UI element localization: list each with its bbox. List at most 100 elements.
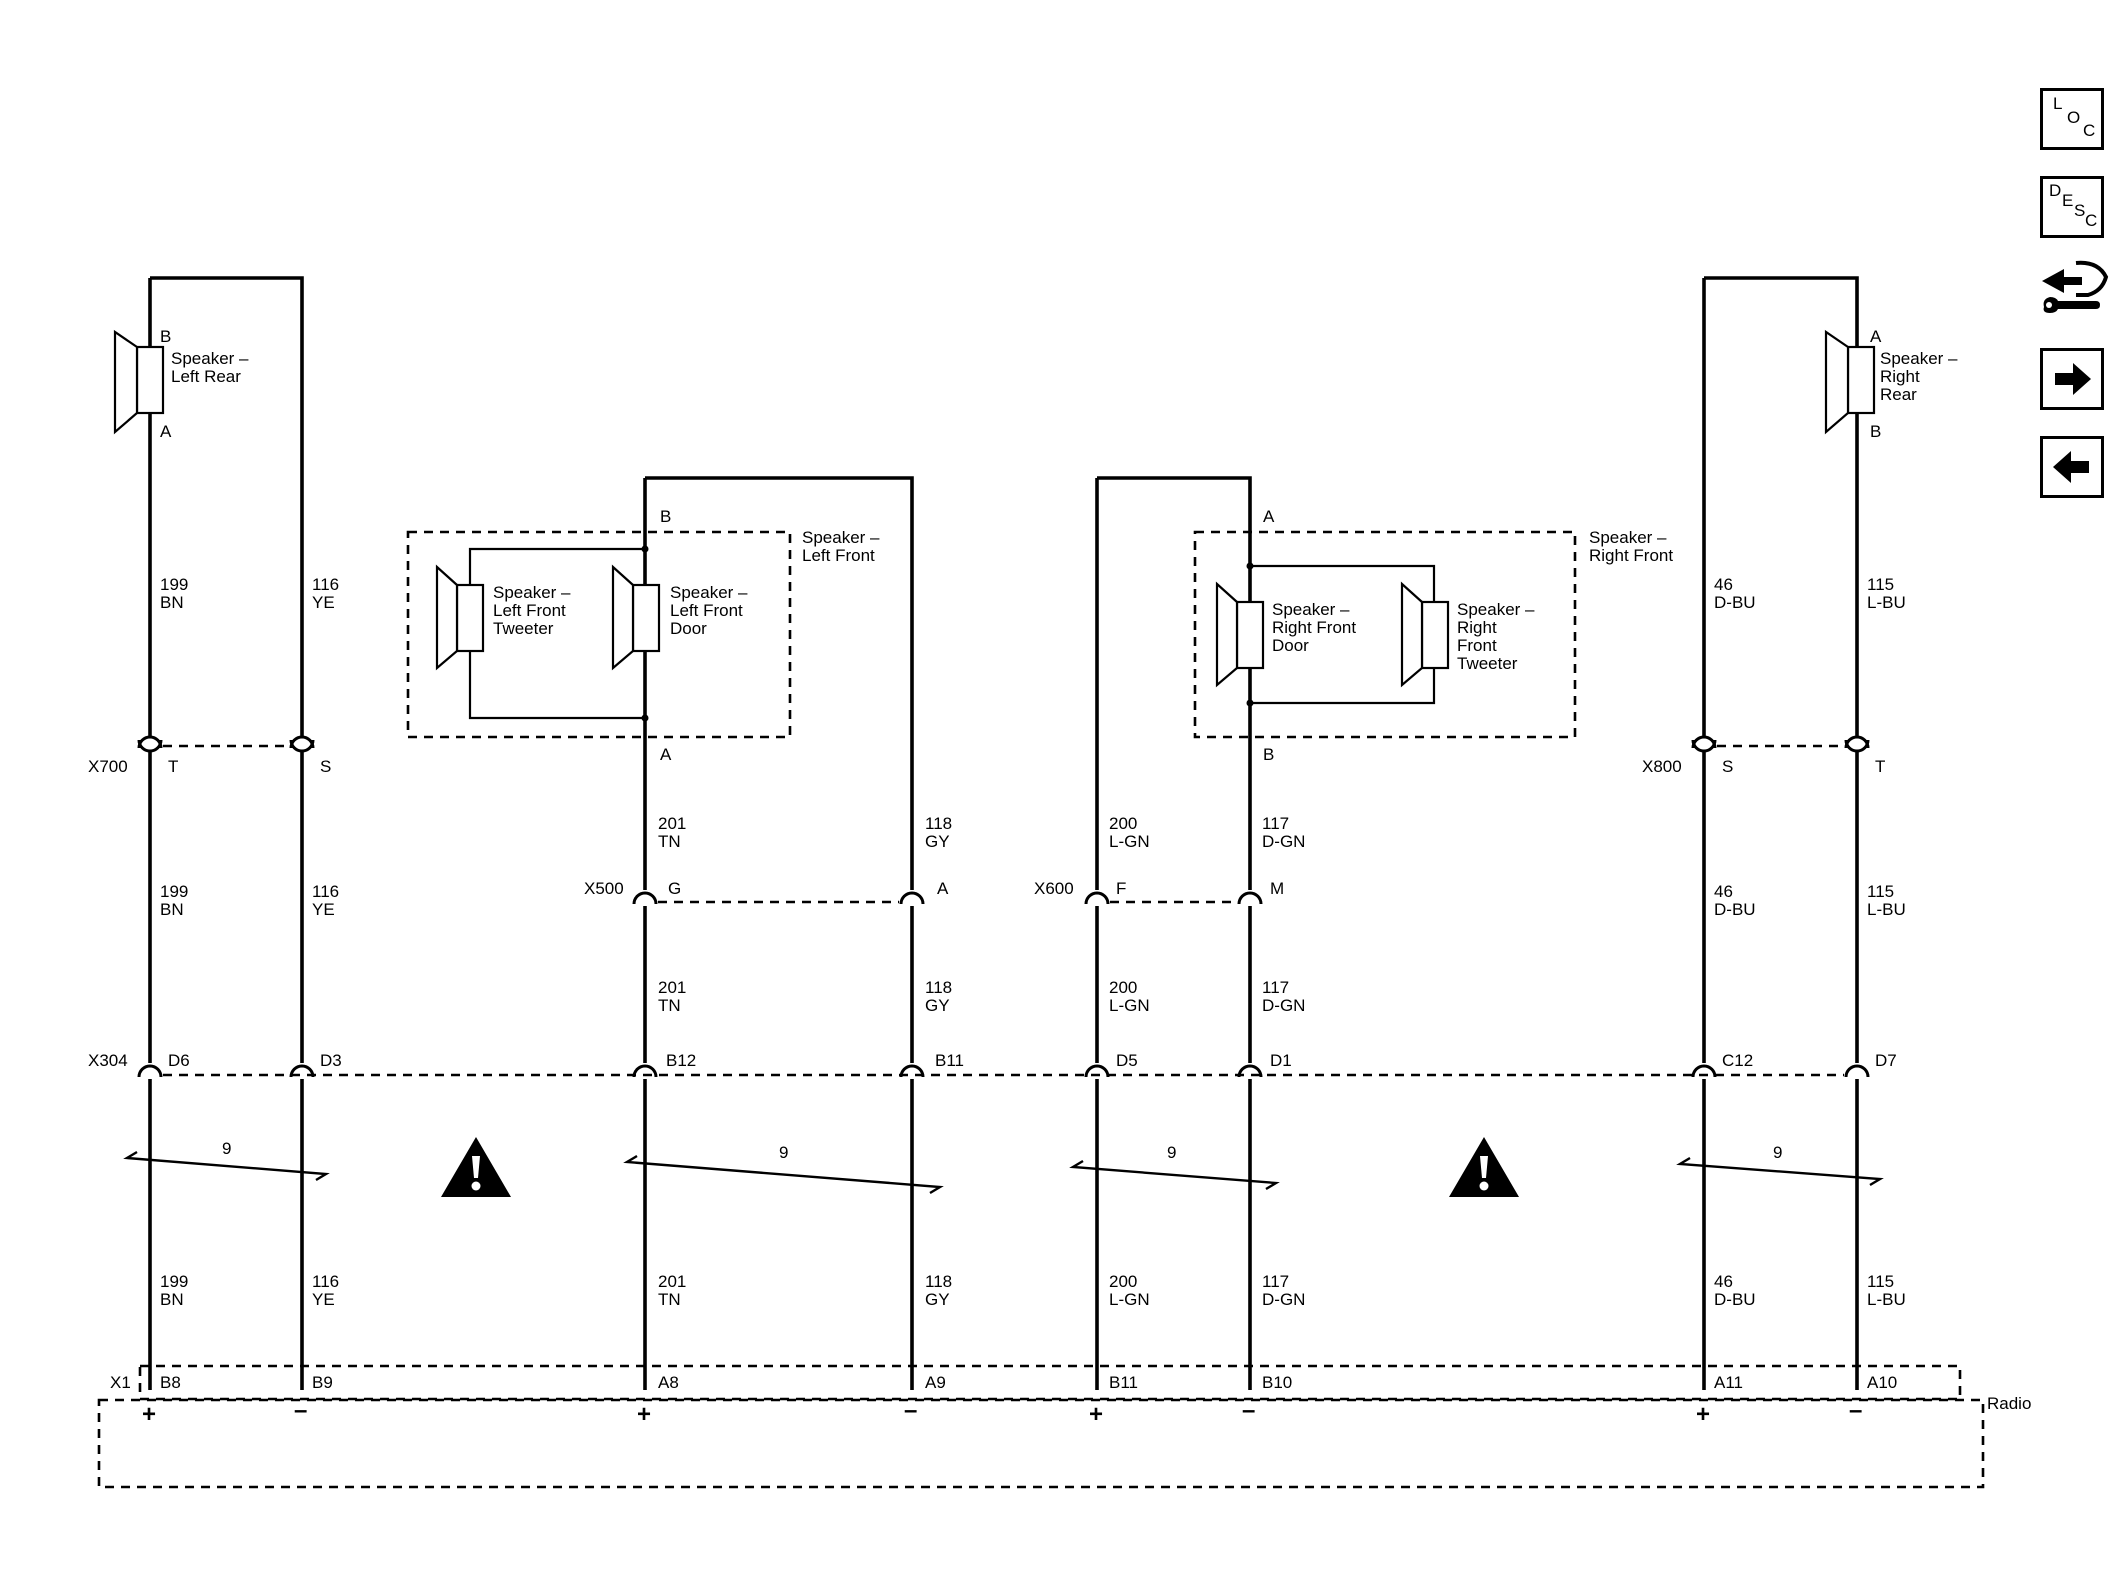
wire-label: BN bbox=[160, 1290, 184, 1309]
polarity: + bbox=[142, 1401, 156, 1428]
wire-label: 199 bbox=[160, 1272, 188, 1291]
polarity: + bbox=[637, 1401, 651, 1428]
rf-term-top: A bbox=[1263, 507, 1275, 526]
speaker-left-rear bbox=[113, 329, 165, 435]
wire-label: 118 bbox=[925, 1272, 952, 1291]
next-button[interactable] bbox=[2040, 348, 2104, 410]
polarity: – bbox=[1849, 1397, 1862, 1424]
wire-label: D-GN bbox=[1262, 996, 1305, 1015]
rf-door-1: Speaker – bbox=[1272, 600, 1350, 619]
conn-pin: B11 bbox=[1109, 1373, 1138, 1392]
wire-label: 201 bbox=[658, 1272, 686, 1291]
polarity-labels: + – + – + – + – bbox=[142, 1397, 1862, 1428]
conn-pin: D6 bbox=[168, 1051, 190, 1070]
speaker-right-rear bbox=[1824, 329, 1876, 435]
lf-term-bot: A bbox=[660, 745, 672, 764]
conn-pin: B11 bbox=[935, 1051, 964, 1070]
rf-tweeter-2: Right bbox=[1457, 618, 1497, 637]
wire-label: L-BU bbox=[1867, 900, 1906, 919]
desc-button[interactable]: D E S C bbox=[2040, 176, 2104, 238]
wire-label: 199 bbox=[160, 882, 188, 901]
wire-label: 201 bbox=[658, 814, 686, 833]
rf-group-2: Right Front bbox=[1589, 546, 1673, 565]
conn-pin: A10 bbox=[1867, 1373, 1897, 1392]
wire-label: TN bbox=[658, 1290, 681, 1309]
lf-term-top: B bbox=[660, 507, 671, 526]
wire-label: L-GN bbox=[1109, 832, 1150, 851]
desc-letter: S bbox=[2074, 201, 2086, 220]
wire-label: 116 bbox=[312, 1272, 339, 1291]
wire-label: L-BU bbox=[1867, 593, 1906, 612]
twisted-pair-marks bbox=[123, 1150, 1884, 1195]
loc-letter: C bbox=[2083, 121, 2096, 140]
conn-pin: S bbox=[1722, 757, 1733, 776]
arrow-left-icon bbox=[2053, 451, 2089, 483]
conn-pin: T bbox=[1875, 757, 1885, 776]
lf-door-3: Door bbox=[670, 619, 707, 638]
rf-group-1: Speaker – bbox=[1589, 528, 1667, 547]
wire-label: GY bbox=[925, 832, 950, 851]
rr-term-top: A bbox=[1870, 327, 1882, 346]
conn-pin: A bbox=[937, 879, 949, 898]
conn-pin: B8 bbox=[160, 1373, 181, 1392]
conn-pin: A11 bbox=[1714, 1373, 1743, 1392]
conn-pin: D5 bbox=[1116, 1051, 1138, 1070]
conn-pin: D3 bbox=[320, 1051, 342, 1070]
conn-name: X500 bbox=[584, 879, 624, 898]
wire-label: D-BU bbox=[1714, 593, 1756, 612]
twist-count: 9 bbox=[1773, 1143, 1782, 1162]
lr-label-1: Speaker – bbox=[171, 349, 249, 368]
speaker-left-front-group bbox=[406, 530, 792, 739]
conn-pin: B10 bbox=[1262, 1373, 1292, 1392]
radio-label: Radio bbox=[1987, 1394, 2031, 1413]
conn-pin: C12 bbox=[1722, 1051, 1753, 1070]
polarity: – bbox=[904, 1397, 917, 1424]
wire-label: 115 bbox=[1867, 575, 1894, 594]
lr-label-2: Left Rear bbox=[171, 367, 241, 386]
wire-label: 200 bbox=[1109, 978, 1137, 997]
conn-pin: T bbox=[168, 757, 178, 776]
rf-tweeter-3: Front bbox=[1457, 636, 1497, 655]
loc-button[interactable]: L O C bbox=[2040, 88, 2104, 150]
wire-label: 118 bbox=[925, 814, 952, 833]
rf-tweeter-1: Speaker – bbox=[1457, 600, 1535, 619]
wire-115-lbu bbox=[1704, 276, 1859, 1390]
rr-label-1: Speaker – bbox=[1880, 349, 1958, 368]
wire-118-gy bbox=[645, 476, 914, 1390]
wire-label: D-BU bbox=[1714, 1290, 1756, 1309]
polarity: + bbox=[1696, 1401, 1710, 1428]
lf-tweeter-1: Speaker – bbox=[493, 583, 571, 602]
back-button[interactable] bbox=[2040, 436, 2104, 498]
wire-label: TN bbox=[658, 996, 681, 1015]
lr-term-bot: A bbox=[160, 422, 172, 441]
wire-label: L-BU bbox=[1867, 1290, 1906, 1309]
conn-pin: B12 bbox=[666, 1051, 696, 1070]
diagnostic-tool-button[interactable] bbox=[2036, 255, 2112, 323]
rr-label-2: Right bbox=[1880, 367, 1920, 386]
lf-door-1: Speaker – bbox=[670, 583, 748, 602]
wire-label: 117 bbox=[1262, 978, 1289, 997]
conn-pin: B9 bbox=[312, 1373, 333, 1392]
wire-labels-lower: 199 BN 116 YE 201 TN 118 GY 200 L-GN 117… bbox=[160, 1272, 1906, 1309]
rf-tweeter-4: Tweeter bbox=[1457, 654, 1518, 673]
wire-labels-upper: 199 BN 116 YE 46 D-BU 115 L-BU 201 TN 11… bbox=[160, 575, 1906, 851]
conn-name: X304 bbox=[88, 1051, 128, 1070]
wire-label: 115 bbox=[1867, 882, 1894, 901]
arrow-right-icon bbox=[2055, 363, 2091, 395]
loc-letter: L bbox=[2053, 94, 2063, 113]
wire-label: BN bbox=[160, 900, 184, 919]
polarity: – bbox=[294, 1397, 307, 1424]
conn-pin: F bbox=[1116, 879, 1126, 898]
wire-label: 201 bbox=[658, 978, 686, 997]
rr-term-bot: B bbox=[1870, 422, 1881, 441]
conn-pin: M bbox=[1270, 879, 1284, 898]
wire-label: YE bbox=[312, 900, 335, 919]
conn-pin: A8 bbox=[658, 1373, 679, 1392]
wire-116-ye bbox=[150, 276, 304, 1390]
wire-label: 199 bbox=[160, 575, 188, 594]
speaker-right-front-group bbox=[1193, 530, 1577, 739]
rf-door-2: Right Front bbox=[1272, 618, 1356, 637]
desc-letter: D bbox=[2049, 181, 2062, 200]
connector-cups bbox=[137, 735, 1870, 1078]
